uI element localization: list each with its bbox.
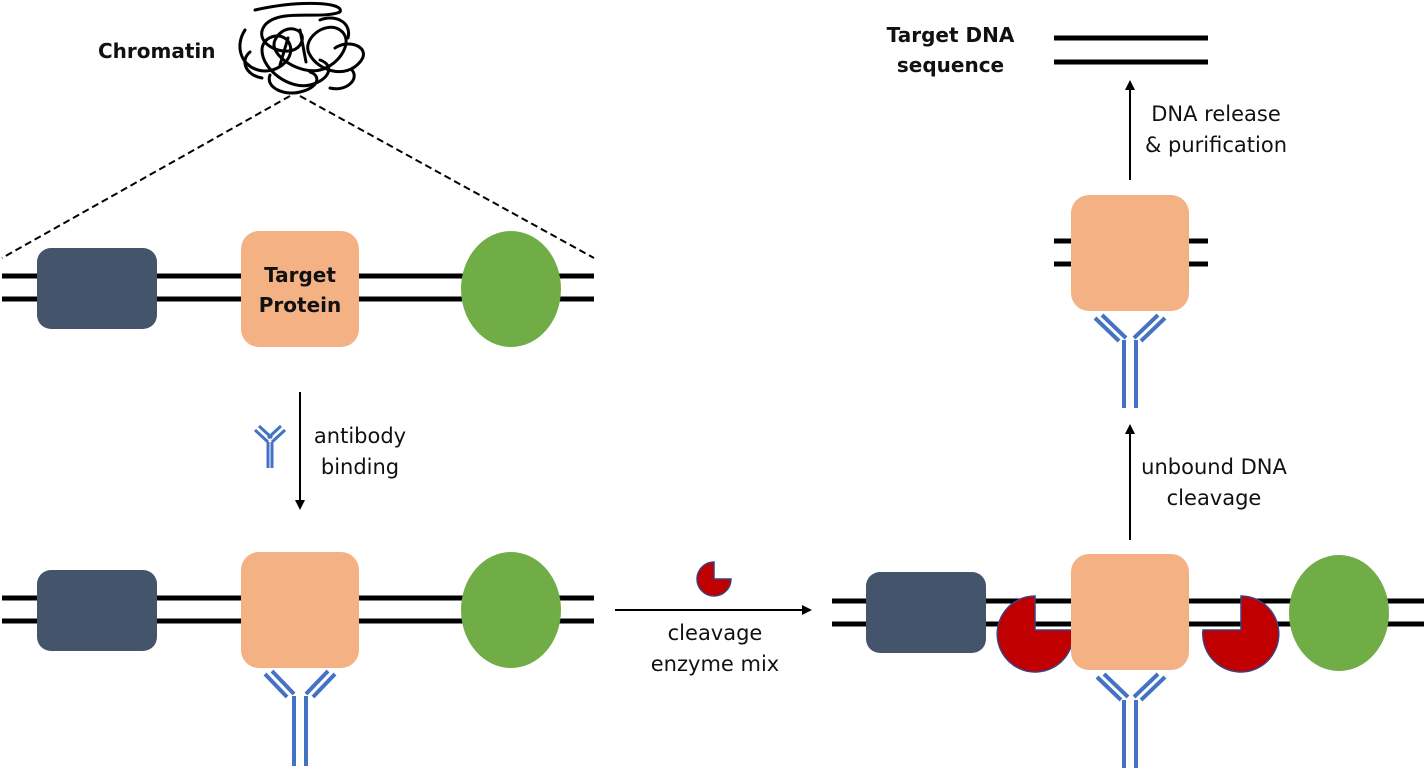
chromatin-label: Chromatin [98, 39, 216, 63]
target-protein-row2 [241, 552, 359, 668]
target-protein-row4 [1071, 195, 1189, 311]
target-protein-label: Target Protein [241, 260, 359, 320]
nucleosome-protein-row2 [37, 570, 157, 651]
step-antibody-binding-label: antibody binding [300, 421, 420, 483]
target-dna-sequence-label: Target DNA sequence [878, 20, 1023, 80]
nucleosome-protein-row1 [37, 248, 157, 329]
target-protein-row3 [1071, 554, 1189, 670]
step3-line2: cleavage [1166, 486, 1262, 510]
step4-line2: & purification [1144, 133, 1288, 157]
step3-line1: unbound DNA [1141, 455, 1287, 479]
result-line1: Target DNA [886, 23, 1015, 47]
chromatin-tangle-icon [238, 1, 365, 95]
result-line2: sequence [896, 53, 1005, 77]
step2-line2: enzyme mix [650, 652, 780, 676]
target-protein-label-line2: Protein [258, 293, 342, 317]
antibody-y-icon [263, 669, 337, 766]
zoom-dashed-lines [1, 95, 595, 259]
pacman-enzyme-icon [696, 561, 732, 597]
nucleosome-protein-row3 [866, 572, 986, 653]
pacman-enzyme-icon [1202, 595, 1280, 673]
green-protein-row2 [461, 552, 561, 668]
step-dna-release-label: DNA release & purification [1134, 99, 1298, 161]
target-protein-row1 [241, 231, 359, 347]
antibody-y-icon [253, 424, 287, 468]
step1-line1: antibody [313, 424, 407, 448]
target-dna-sequence [1054, 35, 1208, 65]
green-protein-row1 [461, 231, 561, 347]
target-protein-label-line1: Target [264, 263, 336, 287]
step-cleavage-enzyme-label: cleavage enzyme mix [620, 618, 810, 680]
step4-line1: DNA release [1151, 102, 1281, 126]
green-protein-row3 [1289, 555, 1389, 671]
step2-line1: cleavage [667, 621, 763, 645]
step-unbound-dna-cleavage-label: unbound DNA cleavage [1134, 452, 1294, 514]
antibody-y-icon [1093, 313, 1167, 408]
antibody-y-icon [1095, 672, 1167, 768]
pacman-enzyme-icon [996, 595, 1074, 673]
step1-line2: binding [320, 455, 400, 479]
